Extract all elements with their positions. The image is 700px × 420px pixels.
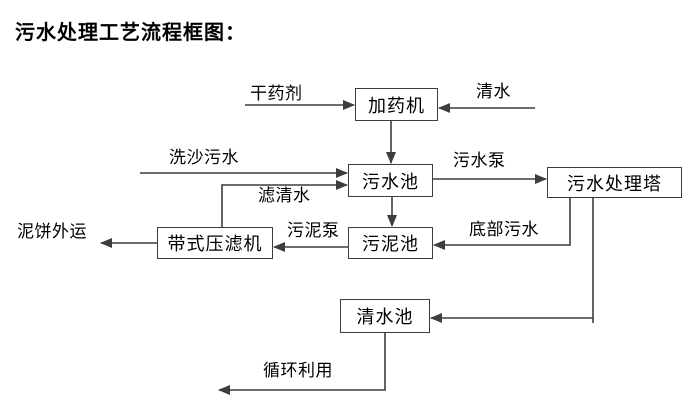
node-sewage-pool: 污水池: [348, 164, 433, 197]
edge-label-sand-washing-sewage: 洗沙污水: [168, 148, 240, 167]
edge-label-dry-chemical: 干药剂: [249, 84, 304, 103]
node-clean-water-pool: 清水池: [340, 299, 430, 333]
edge-label-bottom-sewage: 底部污水: [468, 220, 540, 239]
diagram-title: 污水处理工艺流程框图：: [15, 22, 246, 44]
edge-label-clean-water: 清水: [475, 82, 512, 101]
node-dosing-machine: 加药机: [355, 88, 438, 121]
edge-label-sludge-pump: 污泥泵: [286, 221, 341, 240]
edge-label-recycle-use: 循环利用: [262, 361, 334, 380]
edge-label-filtered-water: 滤清水: [257, 186, 312, 205]
node-belt-filter-press: 带式压滤机: [157, 227, 273, 259]
node-sludge-pool: 污泥池: [348, 227, 433, 259]
node-treatment-tower: 污水处理塔: [547, 167, 682, 198]
edge-label-sewage-pump: 污水泵: [452, 151, 507, 170]
edge-label-mud-cake-out: 泥饼外运: [16, 222, 88, 241]
